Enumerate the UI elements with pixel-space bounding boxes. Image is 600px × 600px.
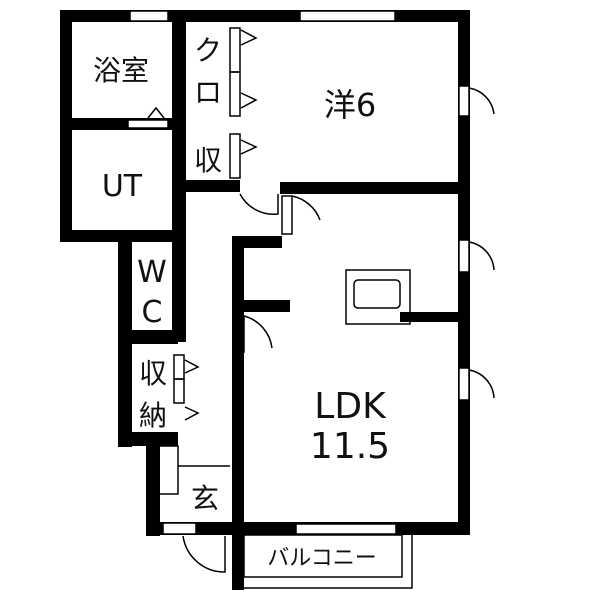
- room-label-ldk-size: 11.5: [310, 426, 390, 467]
- room-label-wc-1: W: [137, 255, 167, 290]
- room-label-storage-2: 納: [139, 399, 167, 432]
- room-label-balcony: バルコニー: [267, 546, 377, 571]
- room-label-closet-1: ク: [194, 34, 222, 67]
- room-label-wc-2: C: [142, 295, 163, 330]
- room-label-storage-small: 収: [194, 144, 222, 177]
- room-label-entrance: 玄: [191, 482, 219, 515]
- room-label-bath: 浴室: [93, 54, 149, 87]
- room-label-utility: UT: [102, 169, 143, 204]
- walls: [60, 10, 470, 590]
- room-label-western-room: 洋6: [324, 86, 376, 124]
- doors: [147, 27, 495, 573]
- room-label-ldk: LDK: [314, 386, 387, 427]
- balcony: [243, 534, 413, 589]
- windows: [127, 10, 470, 535]
- room-label-closet-2: ロ: [194, 76, 222, 109]
- kitchen-counter: [345, 269, 411, 325]
- room-label-storage-1: 収: [139, 357, 167, 390]
